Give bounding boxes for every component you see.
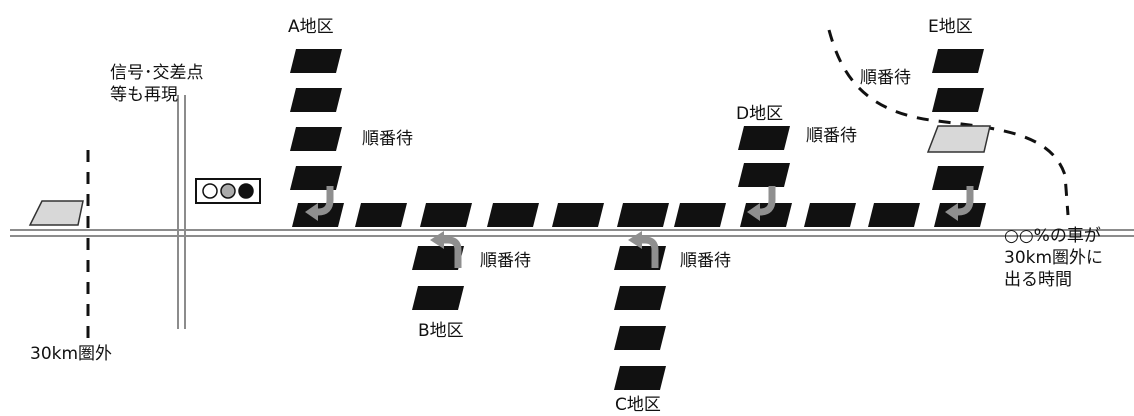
car-icon — [674, 203, 726, 227]
lead-car — [28, 200, 84, 226]
wait-label-e: 順番待 — [860, 68, 911, 88]
car-icon — [487, 203, 539, 227]
queue-area-e — [926, 49, 991, 190]
car-icon — [932, 49, 984, 73]
exit-note: ○○%の車が 30km圏外に 出る時間 — [1004, 225, 1103, 291]
car-icon — [614, 326, 666, 350]
area-c-label: C地区 — [615, 395, 661, 415]
car-icon — [290, 88, 342, 112]
merge-arrow-icon — [747, 186, 776, 221]
area-d-label: D地区 — [736, 104, 784, 124]
car-icon — [617, 203, 669, 227]
car-icon — [412, 286, 464, 310]
main-road — [10, 229, 1134, 237]
wait-label-d: 順番待 — [806, 126, 857, 146]
light-car-icon — [926, 125, 991, 153]
signal-note-line-2: 等も再現 — [110, 85, 178, 105]
area-b-label: B地区 — [418, 321, 464, 341]
exit-note-line-2: 30km圏外に — [1004, 248, 1104, 268]
exit-note-line-1: ○○%の車が — [1004, 226, 1101, 246]
boundary-label: 30km圏外 — [30, 344, 113, 364]
queue-area-a — [290, 49, 342, 190]
car-icon — [552, 203, 604, 227]
car-icon — [290, 49, 342, 73]
wait-label-a: 順番待 — [362, 129, 413, 149]
car-icon — [290, 166, 342, 190]
car-icon — [804, 203, 856, 227]
car-icon — [738, 163, 790, 187]
signal-note: 信号･交差点 等も再現 — [110, 62, 204, 106]
area-a-label: A地区 — [288, 17, 334, 37]
main-road-cars — [292, 203, 986, 227]
car-icon — [420, 203, 472, 227]
car-icon — [932, 88, 984, 112]
car-icon — [614, 286, 666, 310]
car-icon — [932, 166, 984, 190]
area-e-label: E地区 — [928, 17, 973, 37]
wait-label-b: 順番待 — [480, 251, 531, 271]
car-icon — [740, 203, 792, 227]
car-icon — [868, 203, 920, 227]
merge-arrow-icon — [628, 231, 659, 268]
car-icon — [614, 366, 666, 390]
car-icon — [738, 126, 790, 150]
queue-area-d — [738, 126, 790, 187]
car-icon — [355, 203, 407, 227]
wait-label-c: 順番待 — [680, 251, 731, 271]
signal-note-line-1: 信号･交差点 — [110, 63, 204, 83]
car-icon — [290, 127, 342, 151]
merge-arrow-icon — [305, 186, 334, 221]
crossing-road — [177, 95, 186, 329]
traffic-light-icon — [195, 178, 261, 204]
merge-arrow-icon — [945, 186, 974, 221]
exit-dashed-curve — [827, 29, 1070, 216]
merge-arrow-icon — [430, 231, 462, 268]
exit-note-line-3: 出る時間 — [1004, 270, 1072, 290]
